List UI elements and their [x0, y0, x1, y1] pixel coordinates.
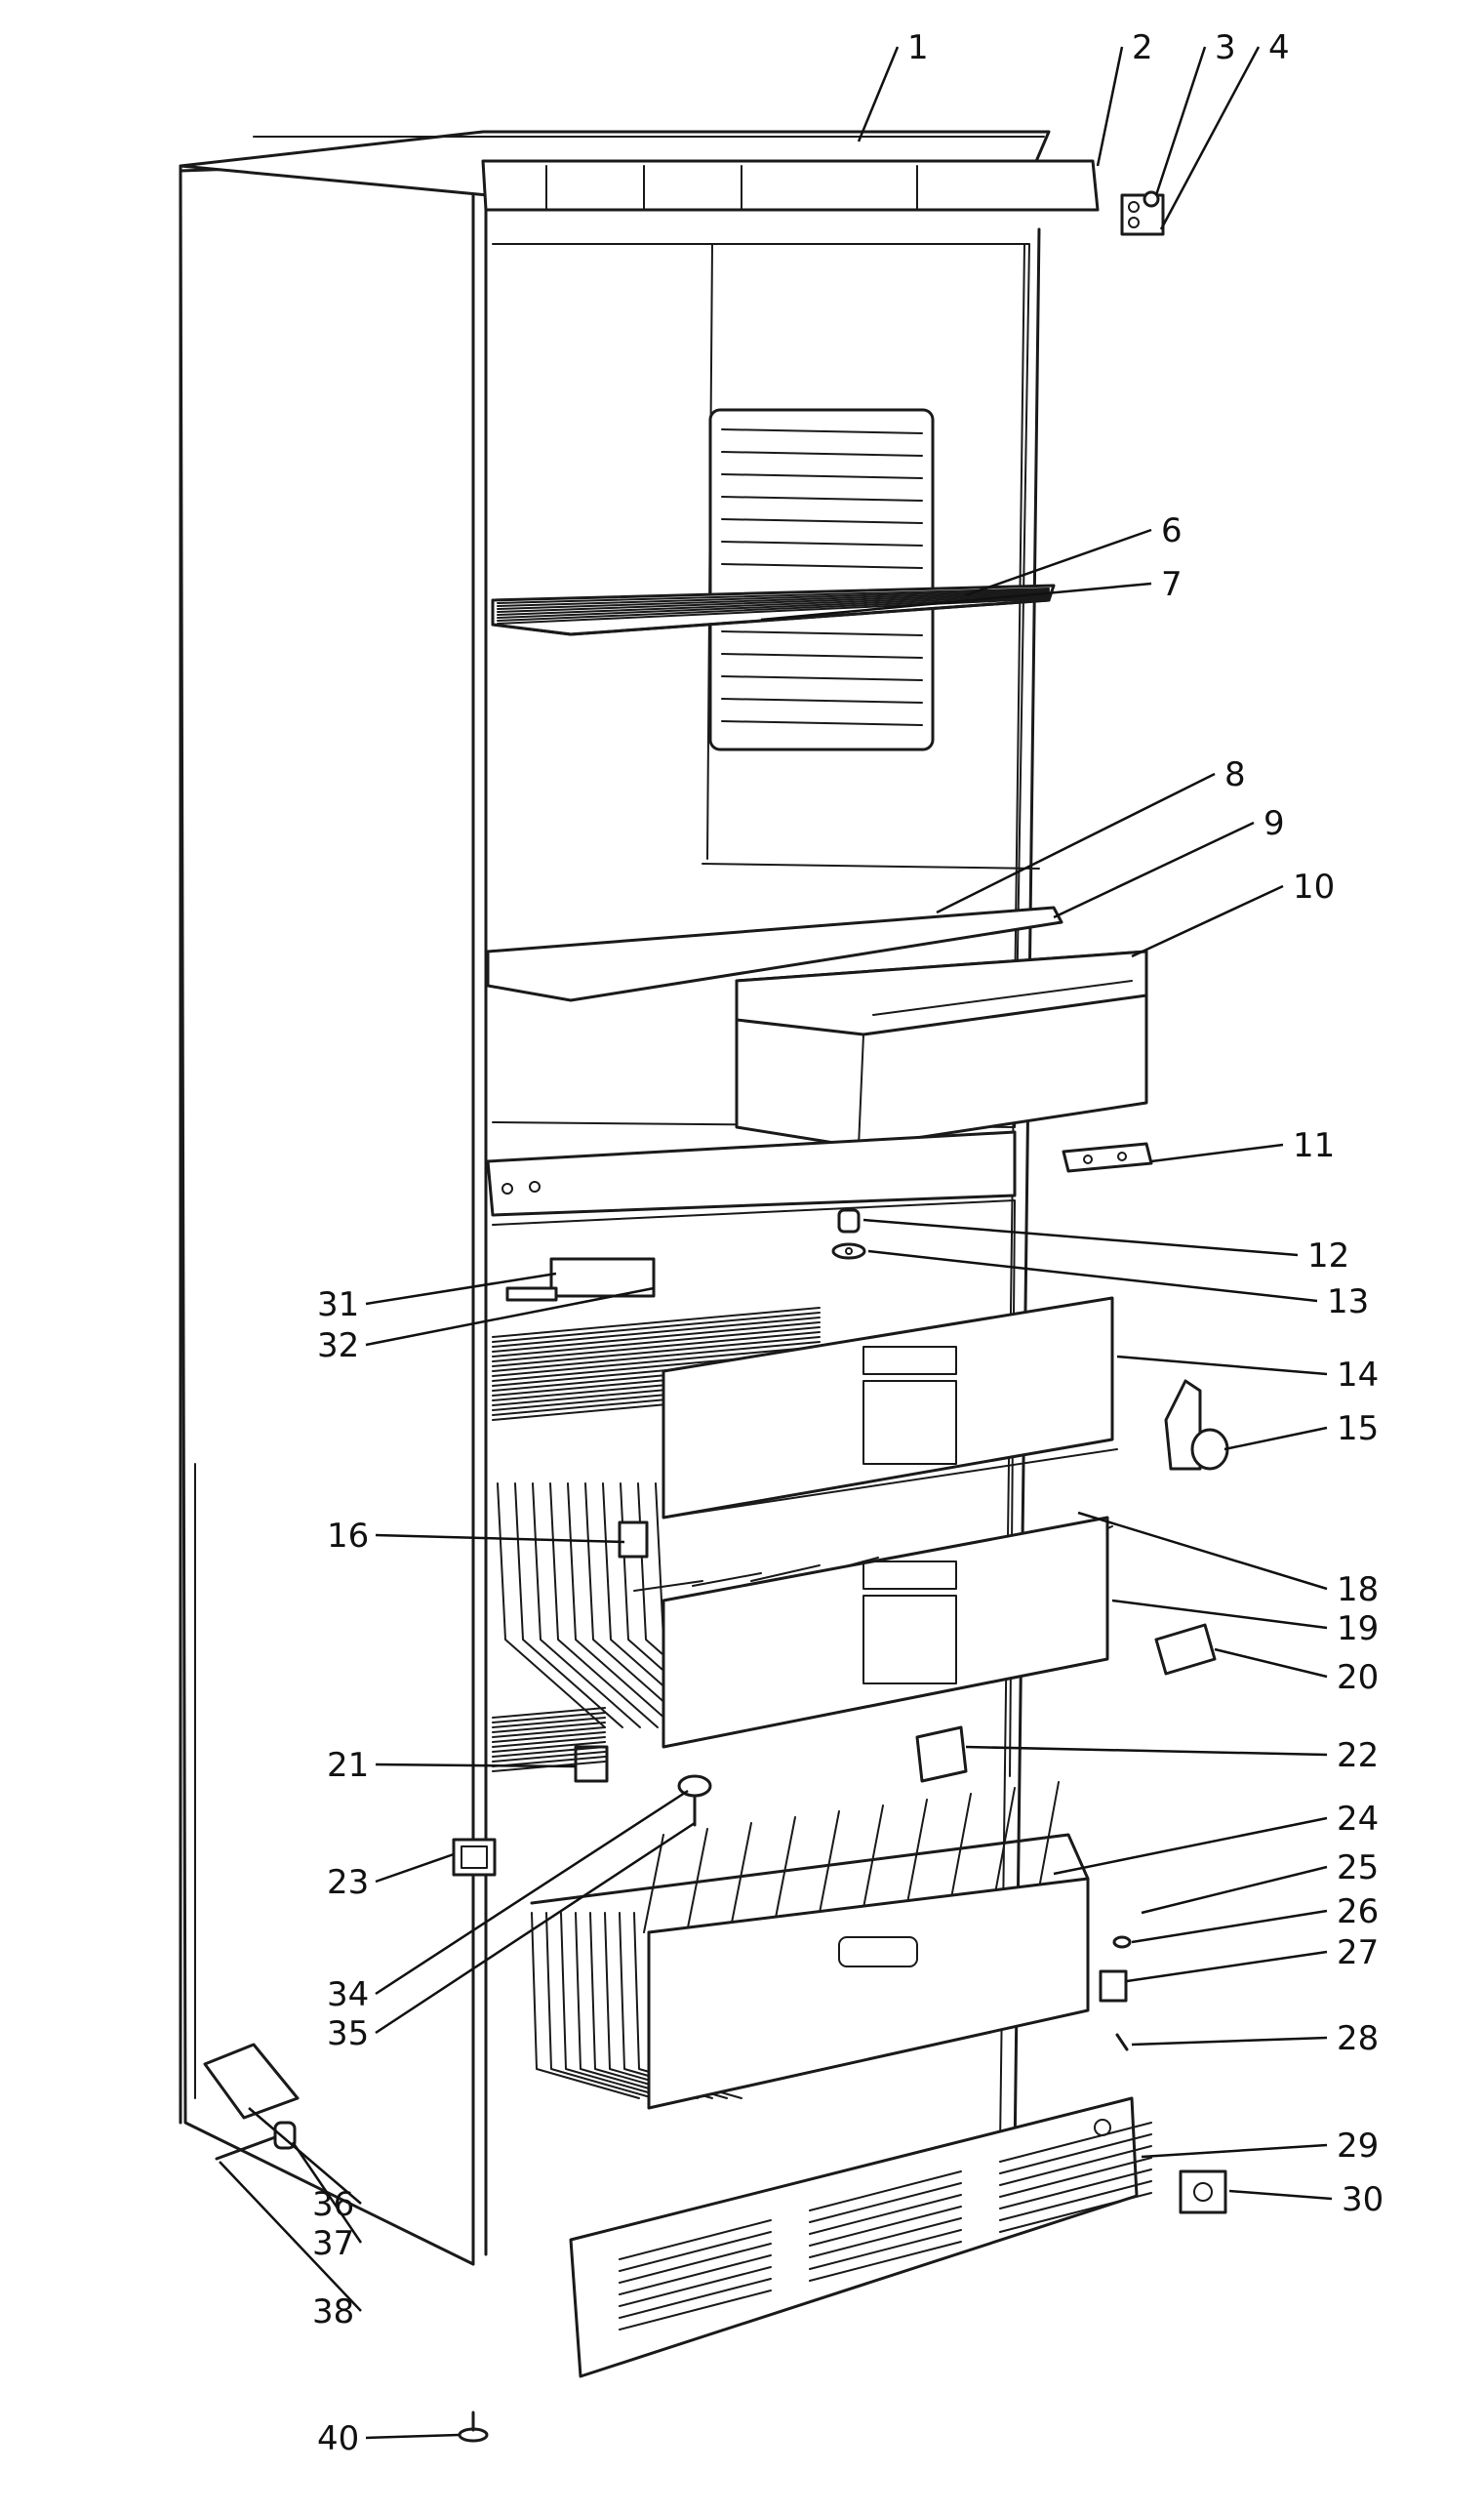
- callout-leader-24: [1053, 1816, 1328, 1876]
- callout-label-25: 25: [1337, 1848, 1379, 1887]
- callout-leader-26: [1131, 1909, 1328, 1944]
- callout-label-24: 24: [1337, 1800, 1379, 1839]
- callout-leader-10: [1131, 884, 1284, 958]
- callout-leader-21: [375, 1763, 577, 1768]
- callout-leader-12: [862, 1218, 1299, 1257]
- callout-label-30: 30: [1342, 2180, 1384, 2219]
- callout-label-16: 16: [327, 1517, 369, 1556]
- callout-leader-6: [965, 528, 1152, 597]
- callout-leader-34: [375, 1789, 689, 1996]
- callout-leader-31: [365, 1272, 557, 1306]
- callout-leader-23: [375, 1852, 455, 1884]
- callout-label-32: 32: [317, 1326, 359, 1365]
- glass-shelf: [486, 863, 1063, 1002]
- callout-label-35: 35: [327, 2014, 369, 2053]
- bracket-22: [915, 1725, 968, 1783]
- cover-plate-30: [1179, 2169, 1227, 2214]
- callout-leader-40: [365, 2433, 460, 2440]
- callout-leader-3: [1154, 46, 1207, 196]
- callout-label-36: 36: [312, 2185, 354, 2224]
- callout-leader-37: [291, 2141, 363, 2244]
- top-cover: [179, 130, 1100, 212]
- callout-leader-35: [375, 1821, 696, 2035]
- callout-leader-9: [1053, 821, 1255, 919]
- callout-label-21: 21: [327, 1746, 369, 1785]
- kick-plate: [569, 2096, 1152, 2378]
- top-hinge-bracket: [1120, 190, 1165, 236]
- clip-15: [1164, 1379, 1229, 1471]
- latch-21: [492, 1707, 609, 1783]
- callout-leader-19: [1111, 1599, 1328, 1630]
- hinge-parts-27: [1099, 1935, 1132, 2051]
- callout-label-6: 6: [1161, 511, 1183, 550]
- callout-label-8: 8: [1224, 755, 1246, 794]
- callout-label-12: 12: [1307, 1236, 1349, 1276]
- callout-label-18: 18: [1337, 1570, 1379, 1609]
- callout-leader-7: [760, 582, 1152, 622]
- callout-label-14: 14: [1337, 1356, 1379, 1395]
- callout-leader-4: [1159, 46, 1261, 230]
- callout-leader-27: [1126, 1950, 1328, 1983]
- callout-leader-11: [1150, 1143, 1284, 1163]
- callout-leader-22: [965, 1745, 1328, 1757]
- callout-label-40: 40: [317, 2419, 359, 2458]
- callout-leader-28: [1131, 2036, 1328, 2047]
- callout-leader-20: [1214, 1647, 1328, 1679]
- callout-leader-18: [1077, 1511, 1328, 1591]
- callout-leader-29: [1141, 2143, 1328, 2159]
- callout-label-38: 38: [312, 2292, 354, 2331]
- foot-40: [458, 2411, 489, 2443]
- callout-label-28: 28: [1337, 2019, 1379, 2058]
- callout-label-22: 22: [1337, 1736, 1379, 1775]
- callout-label-27: 27: [1337, 1933, 1379, 1972]
- callout-leader-25: [1141, 1865, 1328, 1915]
- callout-label-4: 4: [1268, 28, 1290, 67]
- basket-lower: [530, 1781, 1090, 2110]
- callout-leader-15: [1223, 1426, 1328, 1451]
- callout-leader-32: [365, 1286, 655, 1347]
- callout-leader-14: [1116, 1355, 1328, 1376]
- callout-leader-16: [375, 1533, 625, 1544]
- callout-label-34: 34: [327, 1975, 369, 2014]
- callout-label-2: 2: [1132, 28, 1153, 67]
- pin-34: [677, 1774, 712, 1827]
- bracket-11: [1062, 1142, 1153, 1173]
- callout-leader-1: [857, 46, 900, 142]
- callout-label-7: 7: [1161, 565, 1183, 604]
- basket-upper: [497, 1482, 1113, 1749]
- callout-label-29: 29: [1337, 2127, 1379, 2166]
- callout-label-11: 11: [1293, 1126, 1335, 1165]
- wire-shelf: [491, 584, 1056, 636]
- callout-label-13: 13: [1327, 1282, 1369, 1321]
- callout-leader-38: [219, 2161, 362, 2312]
- knob-12: [831, 1208, 866, 1260]
- clip-20: [1154, 1623, 1217, 1676]
- callout-label-20: 20: [1337, 1658, 1379, 1697]
- callout-label-23: 23: [327, 1863, 369, 1902]
- callout-leader-30: [1228, 2189, 1333, 2201]
- switch-23: [452, 1838, 497, 1877]
- drawer-front-14: [662, 1296, 1118, 1520]
- crisper-drawer: [735, 950, 1148, 1149]
- evaporator-plate: [708, 408, 935, 751]
- callout-leader-13: [867, 1249, 1318, 1303]
- callout-label-26: 26: [1337, 1892, 1379, 1931]
- callout-label-3: 3: [1215, 28, 1236, 67]
- callout-leader-36: [248, 2107, 362, 2205]
- callout-leader-2: [1096, 46, 1124, 167]
- callout-label-37: 37: [312, 2224, 354, 2263]
- cabinet-body: [179, 159, 1041, 2266]
- callout-label-1: 1: [907, 28, 929, 67]
- callout-label-10: 10: [1293, 868, 1335, 907]
- callout-leader-8: [936, 772, 1216, 914]
- callout-label-15: 15: [1337, 1409, 1379, 1448]
- callout-label-19: 19: [1337, 1609, 1379, 1648]
- callout-label-9: 9: [1263, 804, 1285, 843]
- callout-label-31: 31: [317, 1285, 359, 1324]
